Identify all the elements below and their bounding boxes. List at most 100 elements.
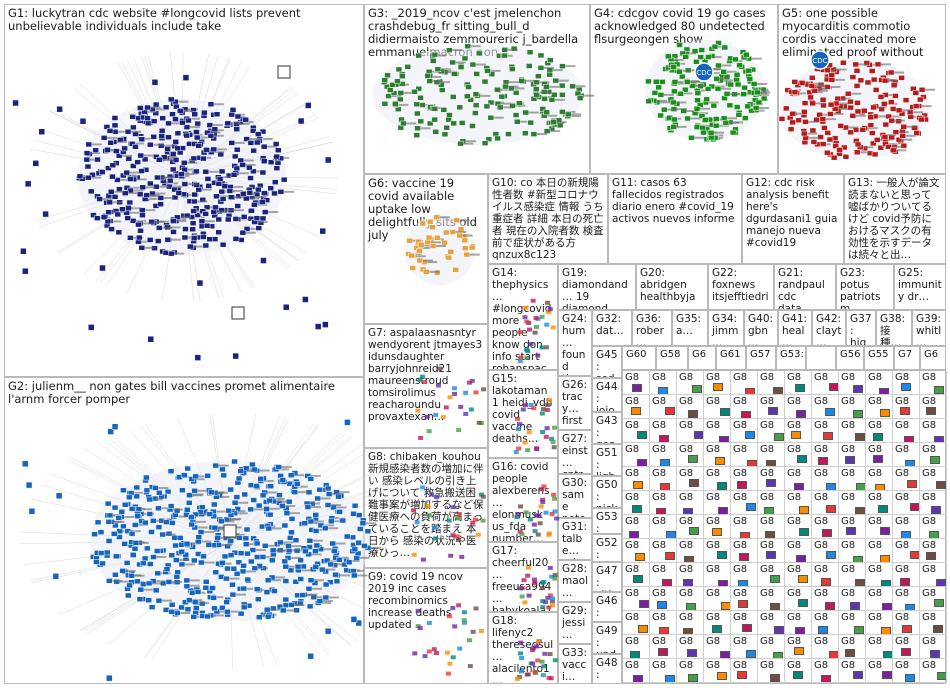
tiny-group-label: G8 (625, 660, 639, 671)
tiny-group-node (737, 671, 747, 679)
tiny-group-label: G8 (625, 588, 639, 599)
group-g4: G4: cdcgov covid 19 go cases acknowledge… (590, 4, 778, 174)
group-g20: G20: abridgen healthbyja… (636, 264, 708, 310)
tiny-group-cell: G8 (758, 419, 785, 443)
tiny-group-label: G8 (733, 372, 747, 383)
tiny-group-node (766, 551, 776, 559)
tiny-group-node (910, 551, 920, 559)
tiny-group-cell: G8 (650, 539, 677, 563)
tiny-group-label: G8 (652, 396, 666, 407)
tiny-group-label: G8 (814, 612, 828, 623)
group-g28: G28: maol… peop… (558, 560, 592, 602)
tiny-group-label: G8 (814, 588, 828, 599)
tiny-group-cell: G8 (893, 491, 920, 515)
tiny-group-cell: G8 (893, 563, 920, 587)
tiny-group-label: G8 (868, 516, 882, 527)
tiny-group-cell: G8 (731, 539, 758, 563)
tiny-group-node (632, 505, 642, 513)
tiny-group-cell: G8 (623, 539, 650, 563)
group-g43: G43: goat… (592, 412, 622, 444)
tiny-group-cell: G8 (677, 443, 704, 467)
tiny-group-cell: G8 (866, 467, 893, 491)
tiny-group-node (637, 431, 647, 439)
tiny-group-label: G8 (652, 588, 666, 599)
group-g36: G36: rober… (632, 310, 672, 346)
tiny-group-cell: G8 (839, 563, 866, 587)
group-label-g56: G55 (868, 349, 890, 360)
group-g6: G6: vaccine 19 covid available uptake lo… (364, 174, 488, 324)
tiny-group-label: G8 (895, 564, 909, 575)
tiny-group-node (633, 675, 643, 683)
tiny-group-label: G8 (868, 564, 882, 575)
tiny-group-label: G8 (922, 660, 936, 671)
tiny-group-cell: G8 (920, 659, 947, 683)
tiny-group-cell: G8 (893, 611, 920, 635)
tiny-group-label: G8 (679, 660, 693, 671)
tiny-group-node (631, 407, 641, 415)
tiny-group-cell: G8 (920, 395, 947, 419)
group-g47: G47: sitio… (592, 562, 622, 592)
tiny-group-cell: G8 (650, 563, 677, 587)
tiny-group-node (791, 431, 801, 439)
tiny-group-node (875, 484, 885, 491)
group-g29: G29: jessi… rece… (558, 602, 592, 644)
group-label-g28: G28: maol… peop… (562, 563, 588, 602)
tiny-group-label: G8 (922, 492, 936, 503)
group-label-g22: G22: foxnews itsjefftiedri… (712, 267, 770, 310)
tiny-group-label: G8 (625, 492, 639, 503)
tiny-group-label: G8 (922, 588, 936, 599)
tiny-group-cell: G8 (893, 539, 920, 563)
tiny-group-label: G8 (895, 636, 909, 647)
tiny-group-node (639, 600, 649, 608)
tiny-group-node (717, 672, 727, 680)
group-g41: G41: heal… (778, 310, 812, 346)
tiny-group-node (794, 483, 804, 491)
tiny-group-node (688, 410, 698, 418)
group-g14: G14: thephysics… #longcovid more people … (488, 264, 558, 370)
tiny-group-cell: G8 (893, 371, 920, 395)
tiny-group-cell: G8 (839, 491, 866, 515)
tiny-group-label: G8 (760, 540, 774, 551)
tiny-group-label: G8 (706, 660, 720, 671)
tiny-group-node (774, 433, 784, 441)
tiny-group-node (633, 575, 643, 583)
tiny-group-node (635, 553, 645, 561)
tiny-group-node (683, 628, 693, 635)
tiny-group-label: G8 (733, 612, 747, 623)
tiny-group-cell: G8 (866, 539, 893, 563)
tiny-group-node (665, 407, 675, 415)
tiny-group-label: G8 (625, 468, 639, 479)
tiny-group-label: G8 (814, 636, 828, 647)
tiny-group-cell: G8 (731, 563, 758, 587)
tiny-group-cell: G8 (812, 491, 839, 515)
tiny-group-node (689, 479, 699, 487)
tiny-group-cell: G8 (812, 419, 839, 443)
tiny-group-node (739, 553, 749, 561)
tiny-group-node (745, 431, 755, 439)
tiny-group-node (878, 505, 888, 513)
tiny-group-cell: G8 (677, 467, 704, 491)
tiny-group-node (853, 410, 863, 418)
tiny-group-node (798, 575, 808, 583)
group-g19: G19: diamondand… 19 diamond… (558, 264, 636, 310)
group-g57: G56 (836, 346, 864, 370)
tiny-group-node (638, 625, 648, 633)
tiny-group-label: G8 (922, 636, 936, 647)
group-label-g5: G5: one possible myocarditis commotio co… (782, 7, 942, 59)
tiny-group-cell: G8 (677, 419, 704, 443)
group-label-g41: G41: heal… (782, 313, 808, 346)
tiny-group-node (855, 579, 865, 587)
group-g38: G38: 接種… (876, 310, 912, 346)
tiny-group-label: G8 (841, 612, 855, 623)
group-label-g26: G26: tracy… first… (562, 379, 588, 430)
group-g32: G32: dat… (592, 310, 632, 346)
tiny-group-cell: G8 (704, 515, 731, 539)
tiny-group-node (766, 460, 776, 467)
group-label-g18: G18: lifenyc2 thereseosul… alacilento1… (492, 615, 554, 684)
tiny-group-cell: G8 (650, 635, 677, 659)
tiny-group-node (902, 625, 912, 633)
tiny-group-label: G8 (841, 588, 855, 599)
tiny-group-node (629, 531, 639, 539)
tiny-group-label: G8 (895, 660, 909, 671)
